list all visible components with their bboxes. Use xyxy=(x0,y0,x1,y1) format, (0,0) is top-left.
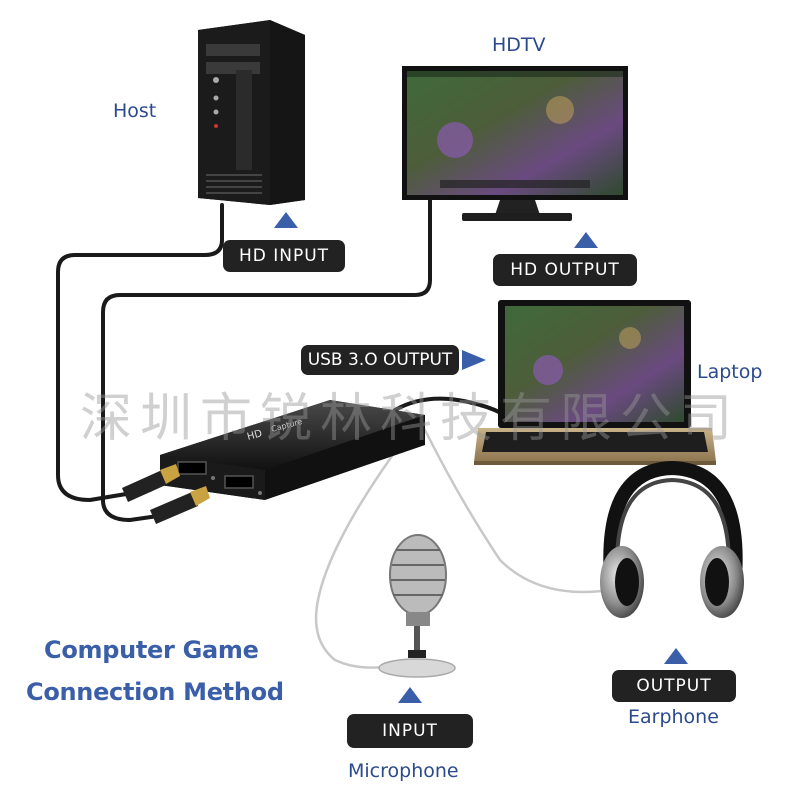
audio-cables xyxy=(314,428,612,669)
hd-output-pill: HD OUTPUT xyxy=(493,254,637,286)
earphone-cable xyxy=(423,428,612,594)
laptop xyxy=(474,300,716,465)
arrows xyxy=(274,212,688,703)
microphone-label: Microphone xyxy=(348,760,459,782)
headphones xyxy=(600,460,744,618)
title-line-2: Connection Method xyxy=(26,678,284,706)
arrow-up-host xyxy=(274,212,298,228)
earphone-output-pill: OUTPUT xyxy=(612,670,736,702)
arrow-right-usb xyxy=(462,350,486,370)
hdtv-label: HDTV xyxy=(492,34,546,56)
mic-input-pill: INPUT xyxy=(347,714,473,748)
earphone-label: Earphone xyxy=(628,706,719,728)
device-brand: HD xyxy=(246,428,264,443)
usb-output-pill: USB 3.O OUTPUT xyxy=(301,345,459,375)
hd-input-pill: HD INPUT xyxy=(223,240,345,272)
arrow-up-earphone xyxy=(664,648,688,664)
watermark: 深圳市锐林科技有限公司 xyxy=(80,389,741,449)
mic-cable xyxy=(314,436,407,669)
title-line-1: Computer Game xyxy=(44,636,259,664)
host-tower xyxy=(198,20,305,205)
arrow-up-hdtv xyxy=(574,232,598,248)
hdmi-plugs xyxy=(122,464,210,524)
host-label: Host xyxy=(113,100,157,122)
capture-device: HD Capture xyxy=(160,400,425,500)
laptop-label: Laptop xyxy=(697,361,763,383)
hdtv xyxy=(402,66,628,221)
arrow-up-mic xyxy=(398,687,422,703)
microphone xyxy=(378,534,456,678)
hdtv-cable xyxy=(101,198,432,522)
host-cable xyxy=(56,203,224,502)
